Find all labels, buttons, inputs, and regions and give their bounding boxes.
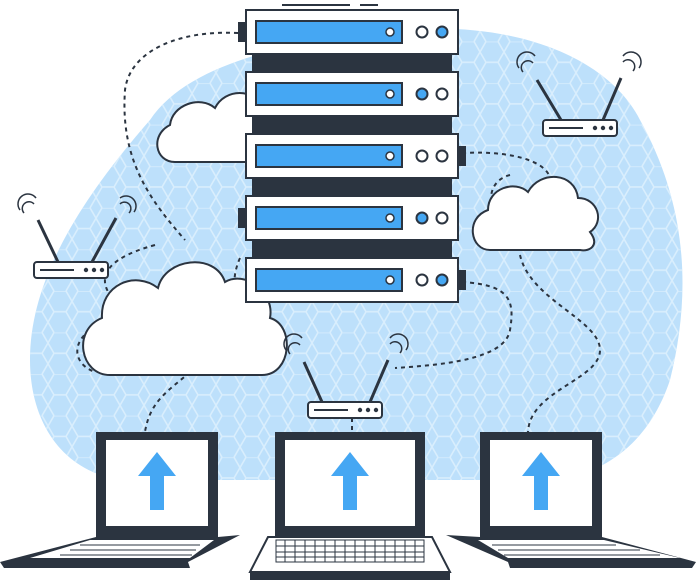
- server-port: [238, 22, 246, 42]
- laptop-left: [0, 432, 240, 568]
- upload-arrow-icon: [522, 452, 560, 510]
- server-unit-5: [245, 257, 466, 303]
- drive-bay-latch: [385, 275, 395, 285]
- server-unit-1: [238, 9, 459, 55]
- drive-bay-latch: [385, 151, 395, 161]
- cable-server-to-router-center: [394, 281, 513, 369]
- wifi-signal-icon: [516, 51, 642, 73]
- server-port: [458, 146, 466, 166]
- upload-arrow-icon: [138, 452, 176, 510]
- cable-cloud-right-to-laptop-right: [519, 254, 602, 433]
- drive-bay-latch: [385, 27, 395, 37]
- router-left: [17, 193, 137, 279]
- status-light: [435, 149, 449, 163]
- drive-bay: [255, 206, 403, 230]
- status-light: [415, 149, 429, 163]
- status-light: [435, 87, 449, 101]
- cloud-large-left: [82, 261, 288, 376]
- server-unit-2: [245, 71, 459, 117]
- wifi-signal-icon: [283, 333, 409, 355]
- status-light: [415, 25, 429, 39]
- status-light: [415, 273, 429, 287]
- status-light: [435, 25, 449, 39]
- server-port: [238, 208, 246, 228]
- drive-bay-latch: [385, 213, 395, 223]
- server-unit-4: [238, 195, 459, 241]
- drive-bay: [255, 20, 403, 44]
- server-unit-3: [245, 133, 466, 179]
- drive-bay-latch: [385, 89, 395, 99]
- cable-cloud-large-left-edge: [76, 329, 96, 373]
- drive-bay: [255, 144, 403, 168]
- router-top-right: [516, 51, 642, 137]
- cloud-right: [471, 176, 600, 252]
- status-light: [415, 211, 429, 225]
- server-port: [458, 270, 466, 290]
- laptop-right: [446, 432, 696, 568]
- laptop-center: [248, 432, 452, 580]
- connection-lines: [76, 31, 602, 433]
- upload-arrow-icon: [331, 452, 369, 510]
- status-light: [415, 87, 429, 101]
- server-rack: [238, 4, 466, 303]
- cable-cloud-left-to-router-left: [103, 244, 156, 296]
- wifi-signal-icon: [17, 193, 137, 214]
- cable-server-to-cloud-right: [461, 151, 551, 181]
- cable-server-to-cloud-left: [123, 31, 239, 241]
- router-center: [283, 333, 409, 419]
- status-light: [435, 211, 449, 225]
- status-light: [435, 273, 449, 287]
- drive-bay: [255, 82, 403, 106]
- drive-bay: [255, 268, 403, 292]
